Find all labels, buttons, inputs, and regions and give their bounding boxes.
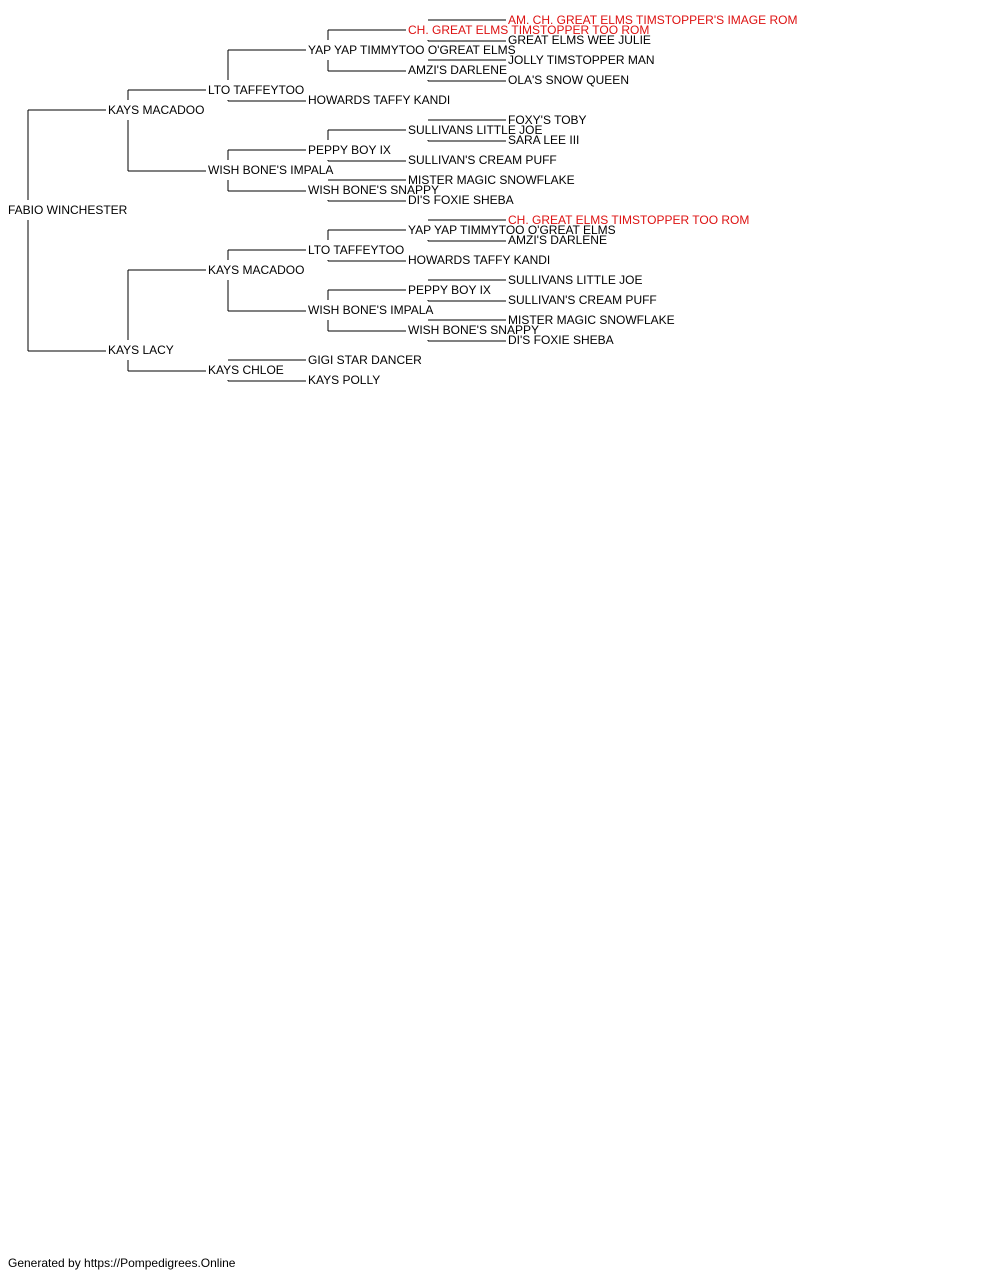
dog-name: CH. GREAT ELMS TIMSTOPPER TOO ROM (508, 213, 749, 227)
dog-name: KAYS MACADOO (108, 103, 204, 117)
dog-name: KAYS MACADOO (208, 263, 304, 277)
dog-name: PEPPY BOY IX (308, 143, 391, 157)
dog-name: KAYS CHLOE (208, 363, 284, 377)
dog-name: FABIO WINCHESTER (8, 203, 128, 217)
dog-name: AMZI'S DARLENE (508, 233, 607, 247)
dog-name: GIGI STAR DANCER (308, 353, 422, 367)
dog-name: WISH BONE'S IMPALA (308, 303, 433, 317)
dog-name: JOLLY TIMSTOPPER MAN (508, 53, 654, 67)
footer-credit: Generated by https://Pompedigrees.Online (8, 1256, 236, 1270)
dog-name: WISH BONE'S SNAPPY (308, 183, 439, 197)
dog-name: MISTER MAGIC SNOWFLAKE (508, 313, 675, 327)
dog-name: DI'S FOXIE SHEBA (408, 193, 514, 207)
dog-name: SARA LEE III (508, 133, 579, 147)
dog-name: SULLIVAN'S CREAM PUFF (508, 293, 657, 307)
dog-name: FOXY'S TOBY (508, 113, 587, 127)
dog-name: HOWARDS TAFFY KANDI (308, 93, 450, 107)
dog-name: KAYS POLLY (308, 373, 380, 387)
dog-name: KAYS LACY (108, 343, 174, 357)
dog-name: WISH BONE'S IMPALA (208, 163, 333, 177)
dog-name: LTO TAFFEYTOO (308, 243, 404, 257)
dog-name: YAP YAP TIMMYTOO O'GREAT ELMS (408, 223, 616, 237)
dog-name: DI'S FOXIE SHEBA (508, 333, 614, 347)
dog-name: HOWARDS TAFFY KANDI (408, 253, 550, 267)
dog-name: AM. CH. GREAT ELMS TIMSTOPPER'S IMAGE RO… (508, 13, 797, 27)
dog-name: YAP YAP TIMMYTOO O'GREAT ELMS (308, 43, 516, 57)
dog-name: SULLIVANS LITTLE JOE (408, 123, 543, 137)
dog-name: WISH BONE'S SNAPPY (408, 323, 539, 337)
dog-name: PEPPY BOY IX (408, 283, 491, 297)
dog-name: GREAT ELMS WEE JULIE (508, 33, 651, 47)
dog-name: OLA'S SNOW QUEEN (508, 73, 629, 87)
dog-name: AMZI'S DARLENE (408, 63, 507, 77)
dog-name: CH. GREAT ELMS TIMSTOPPER TOO ROM (408, 23, 649, 37)
dog-name: SULLIVAN'S CREAM PUFF (408, 153, 557, 167)
dog-name: MISTER MAGIC SNOWFLAKE (408, 173, 575, 187)
dog-name: SULLIVANS LITTLE JOE (508, 273, 643, 287)
dog-name: LTO TAFFEYTOO (208, 83, 304, 97)
